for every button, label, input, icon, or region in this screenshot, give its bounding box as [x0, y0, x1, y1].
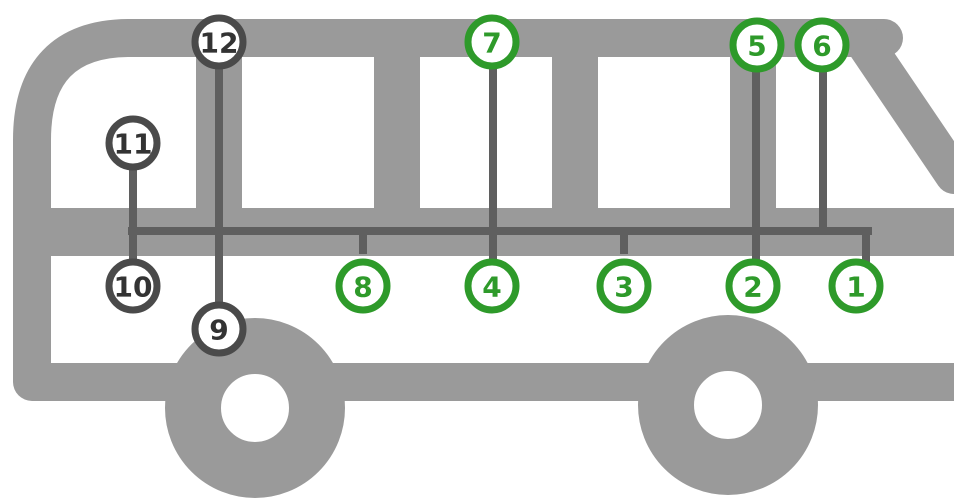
node-12: 12 — [195, 18, 243, 66]
node-10: 10 — [109, 262, 157, 310]
node-label: 7 — [482, 27, 501, 60]
window-pillar-3 — [552, 40, 598, 230]
node-7: 7 — [468, 18, 516, 66]
node-4: 4 — [468, 262, 516, 310]
rear-wheel — [193, 346, 317, 470]
node-label: 4 — [482, 271, 501, 304]
node-label: 6 — [812, 30, 831, 63]
node-label: 2 — [743, 271, 762, 304]
node-label: 10 — [114, 271, 153, 304]
node-6: 6 — [798, 21, 846, 69]
node-label: 9 — [209, 314, 228, 347]
node-label: 1 — [846, 271, 865, 304]
node-label: 3 — [614, 271, 633, 304]
node-3: 3 — [600, 262, 648, 310]
node-label: 12 — [200, 27, 239, 60]
node-label: 5 — [747, 30, 766, 63]
front-wheel — [666, 343, 790, 467]
node-1: 1 — [832, 262, 880, 310]
node-label: 11 — [114, 128, 153, 161]
window-pillar-2 — [374, 40, 420, 230]
node-2: 2 — [729, 262, 777, 310]
node-5: 5 — [733, 21, 781, 69]
windshield-frame — [866, 45, 954, 175]
node-label: 8 — [353, 271, 372, 304]
node-8: 8 — [339, 262, 387, 310]
node-11: 11 — [109, 119, 157, 167]
node-9: 9 — [195, 305, 243, 353]
